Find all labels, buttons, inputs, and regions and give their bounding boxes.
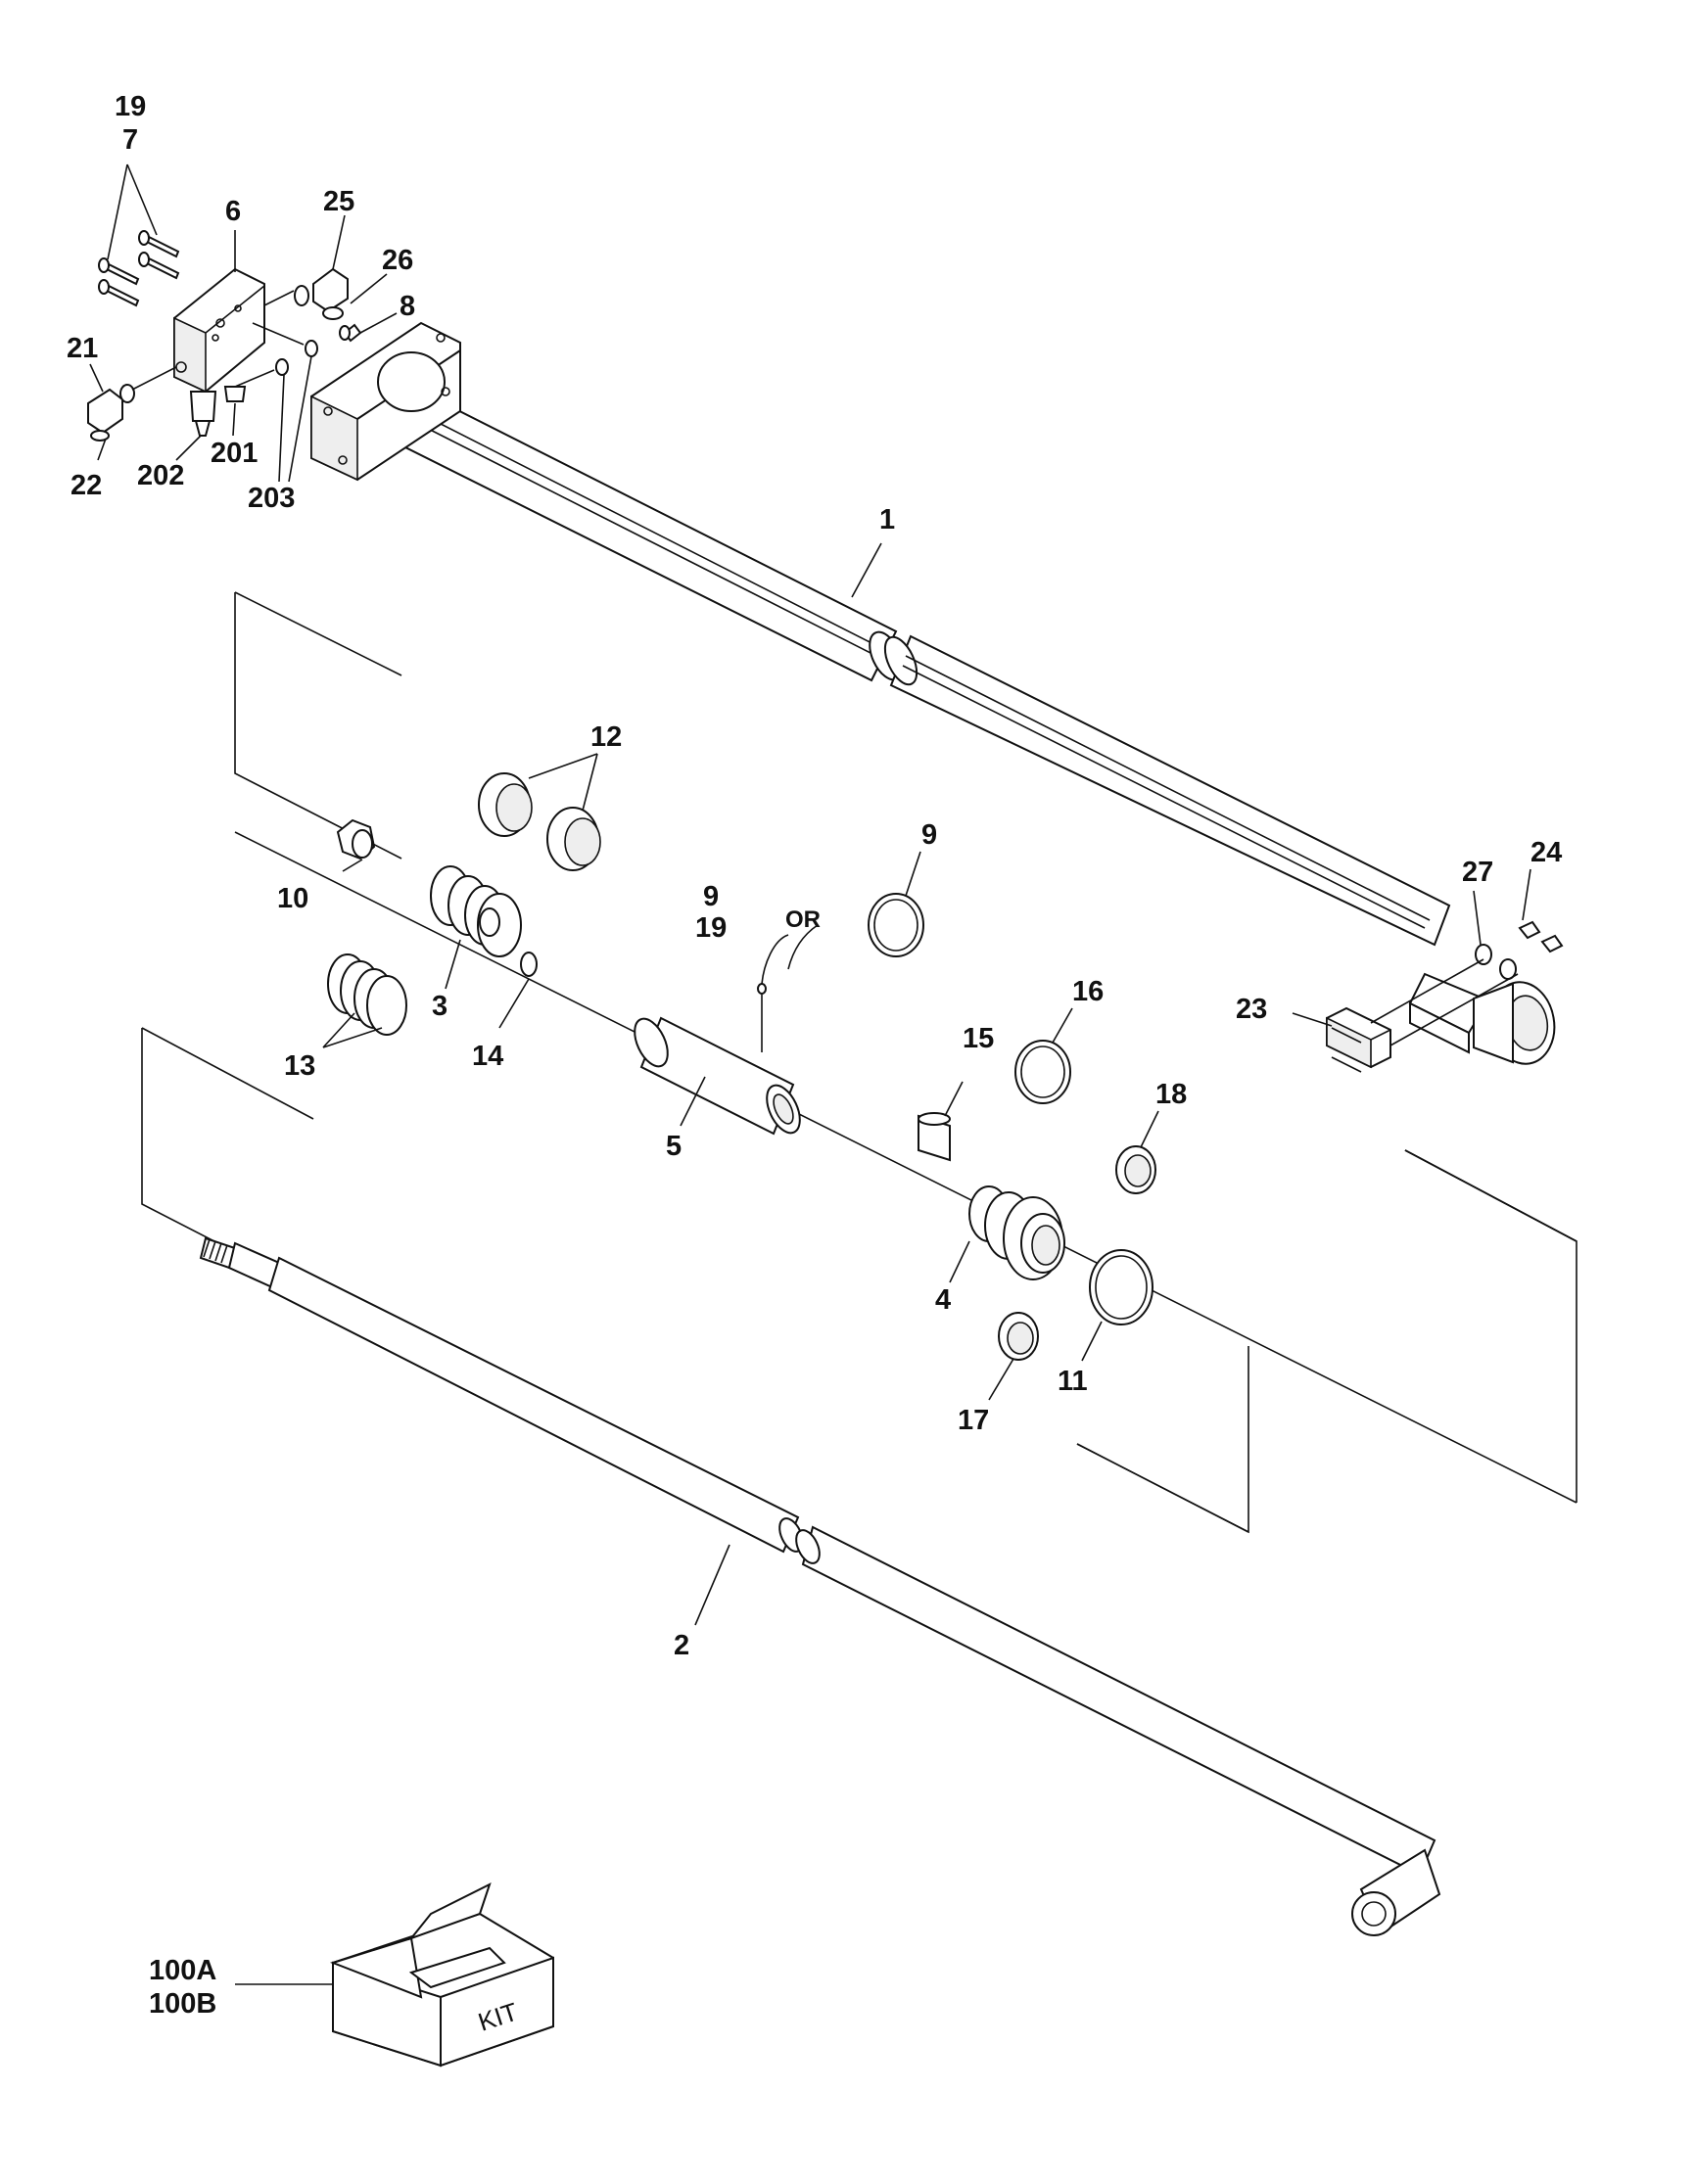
- piston-rod: [199, 1236, 1441, 1936]
- callout-25: 25: [323, 186, 354, 217]
- piston-3: [430, 865, 522, 957]
- washers-27: [1475, 944, 1517, 980]
- barrel-tube: [370, 375, 1451, 947]
- callout-1: 1: [879, 504, 895, 535]
- callout-7: 7: [122, 124, 138, 156]
- bolts-19-7: [98, 230, 180, 307]
- callout-21: 21: [67, 333, 98, 364]
- oring-11: [1089, 1249, 1154, 1325]
- callout-labels: 19 7 6 25 26 8 21 22 202 201 203 1 12 10…: [67, 91, 1562, 2020]
- orings-203: [234, 322, 318, 388]
- callout-23: 23: [1236, 994, 1267, 1025]
- manifold-block: [173, 267, 265, 394]
- callout-26: 26: [382, 245, 413, 276]
- fitting-elbow-25: [263, 267, 349, 320]
- valve-cartridge-202: [189, 391, 217, 437]
- bushing-15: [918, 1112, 951, 1162]
- callout-100b: 100B: [149, 1988, 216, 2020]
- barrel-end-ring: [1473, 981, 1556, 1065]
- callout-6: 6: [225, 196, 241, 227]
- callout-22: 22: [71, 470, 102, 501]
- callout-15: 15: [963, 1023, 994, 1054]
- callout-8: 8: [400, 291, 415, 322]
- callout-14: 14: [472, 1041, 503, 1072]
- or-text: OR: [785, 906, 821, 933]
- fitting-elbow-21: [87, 366, 177, 441]
- gland-4: [968, 1185, 1065, 1280]
- callout-10: 10: [277, 883, 308, 914]
- callout-19: 19: [115, 91, 146, 122]
- callout-11: 11: [1058, 1366, 1088, 1397]
- plug-8: [339, 323, 362, 343]
- callout-12: 12: [590, 721, 622, 753]
- callout-3: 3: [432, 991, 447, 1022]
- oring-16: [1014, 1040, 1071, 1104]
- cylinder-head-flange: [310, 321, 461, 482]
- piston-seals-13: [327, 953, 407, 1036]
- set-screw-9-19: [757, 983, 767, 1052]
- snap-ring-14: [520, 952, 538, 977]
- wear-rings-12: [478, 772, 601, 871]
- callout-19b: 19: [695, 912, 727, 944]
- rod-seal-18: [1115, 1145, 1156, 1194]
- callout-5: 5: [666, 1131, 682, 1162]
- callout-9-top: 9: [921, 819, 937, 851]
- screws-24: [1370, 920, 1564, 1046]
- callout-24: 24: [1530, 837, 1562, 868]
- callout-4: 4: [935, 1284, 951, 1316]
- callout-201: 201: [211, 438, 258, 469]
- piston-nut-10: [336, 818, 376, 860]
- wiper-17: [998, 1312, 1039, 1361]
- callout-18: 18: [1155, 1079, 1187, 1110]
- leader-lines: [89, 163, 1531, 1985]
- callout-13: 13: [284, 1050, 315, 1082]
- callout-9: 9: [703, 881, 719, 912]
- callout-203: 203: [248, 483, 295, 514]
- callout-27: 27: [1462, 857, 1493, 888]
- oring-9: [868, 893, 924, 957]
- callout-2: 2: [674, 1630, 689, 1661]
- mounting-bracket-23: [1326, 1006, 1391, 1073]
- callout-16: 16: [1072, 976, 1104, 1007]
- callout-100a: 100A: [149, 1955, 216, 1986]
- spacer-tube-5: [634, 1016, 801, 1136]
- barrel-clamp: [1408, 972, 1490, 1054]
- callout-202: 202: [137, 460, 184, 491]
- valve-201: [223, 386, 247, 402]
- kit-box: KIT: [329, 1882, 554, 2068]
- callout-17: 17: [958, 1405, 989, 1436]
